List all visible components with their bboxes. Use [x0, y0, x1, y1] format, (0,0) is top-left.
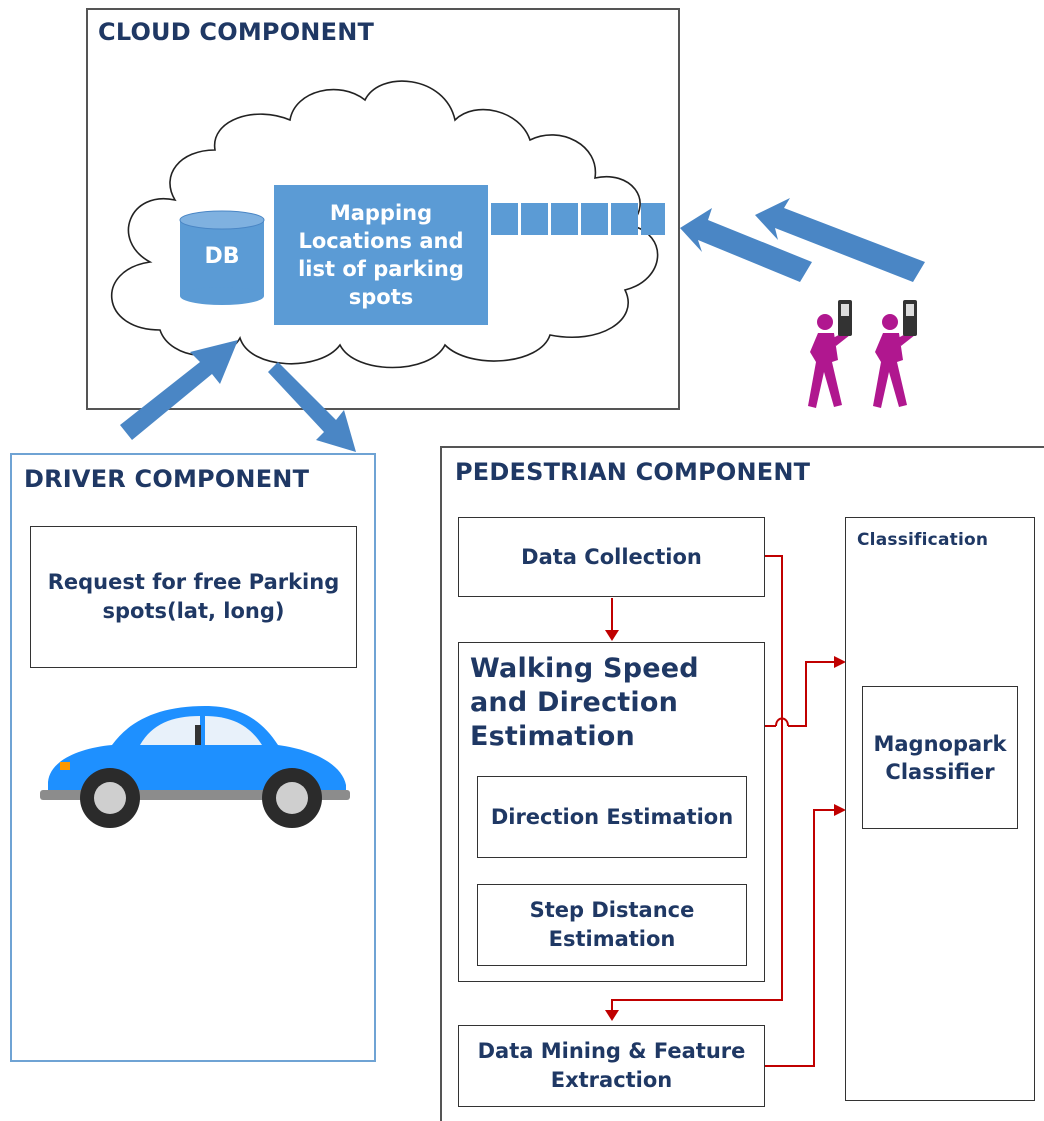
pedestrian-component-title: PEDESTRIAN COMPONENT [455, 458, 811, 486]
request-label: Request for free Parking spots(lat, long… [47, 570, 340, 623]
driver-component-box [10, 453, 376, 1062]
pedestrian-with-phone-icon [808, 300, 852, 408]
driver-to-cloud-arrow [120, 340, 238, 440]
classifier-label: Magnopark Classifier [873, 731, 1007, 784]
flow-connectors [611, 555, 836, 1067]
pedestrian-component-box [440, 446, 1044, 1121]
step-distance-box [477, 884, 747, 966]
mapping-box [274, 185, 488, 325]
classifier-box [862, 686, 1018, 829]
step-distance-label: Step Distance Estimation [529, 898, 695, 951]
cloud-component-title: CLOUD COMPONENT [98, 18, 375, 46]
walking-speed-label: Walking Speed and Direction Estimation [470, 653, 699, 752]
classification-box [845, 517, 1035, 1101]
queue-icon [491, 203, 665, 235]
cloud-to-driver-arrow [268, 362, 356, 452]
direction-estimation-label: Direction Estimation [490, 805, 734, 829]
car-icon [40, 706, 350, 828]
pedestrian-with-phone-icon [873, 300, 917, 408]
direction-estimation-box [477, 776, 747, 858]
db-label: DB [204, 243, 240, 269]
mapping-label: Mapping Locations and list of parking sp… [298, 201, 464, 309]
classification-label: Classification [857, 530, 989, 550]
database-icon [179, 210, 265, 305]
flow-arrowheads [605, 630, 846, 1021]
driver-component-title: DRIVER COMPONENT [24, 465, 310, 493]
walking-speed-box [458, 642, 765, 982]
data-collection-box [458, 517, 765, 597]
cloud-component-box [86, 8, 680, 410]
request-box [30, 526, 357, 668]
data-mining-label: Data Mining & Feature Extraction [477, 1039, 746, 1092]
data-collection-label: Data Collection [521, 545, 702, 569]
upload-arrow-1 [680, 208, 812, 282]
upload-arrow-2 [755, 198, 925, 282]
data-mining-box [458, 1025, 765, 1107]
